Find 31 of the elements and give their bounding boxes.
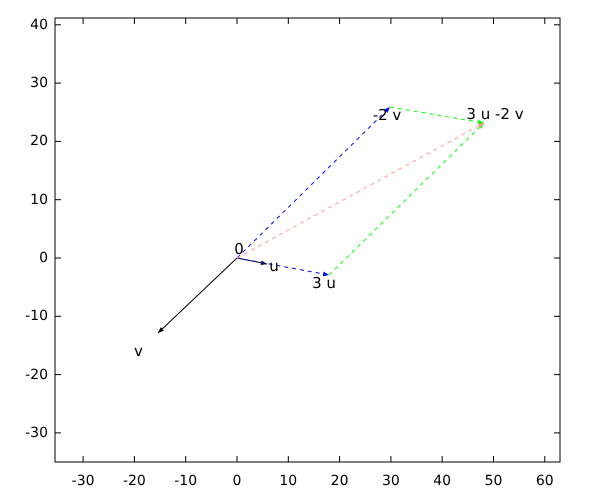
- vector-arrow: [236, 258, 268, 266]
- axis-tick-label: -20: [122, 473, 146, 489]
- axis-tick-label: -30: [72, 473, 95, 489]
- point-label: 0: [231, 241, 247, 258]
- axis-tick-label: 60: [536, 473, 554, 489]
- axis-tick-label: -10: [25, 308, 48, 324]
- vector-arrow: [328, 122, 484, 276]
- vector-arrow: [158, 258, 238, 334]
- axis-tick-label: 0: [232, 473, 242, 489]
- vector-arrow: [236, 106, 390, 258]
- axis-tick-label: 20: [330, 473, 348, 489]
- axis-tick-label: -10: [174, 473, 198, 489]
- axis-tick-label: 10: [279, 473, 298, 489]
- axis-tick-label: -20: [25, 366, 48, 383]
- axis-tick-label: -30: [25, 424, 48, 441]
- axis-tick-label: 30: [382, 473, 400, 489]
- axis-tick-label: 40: [30, 16, 48, 33]
- axis-tick-label: 20: [30, 133, 48, 150]
- point-label: -2 v: [369, 107, 405, 124]
- point-label: u: [267, 258, 281, 275]
- vector-arrow: [390, 106, 484, 124]
- axis-tick-label: 10: [30, 192, 48, 208]
- axis-tick-label: 40: [433, 473, 452, 489]
- axis-tick-label: 30: [30, 75, 48, 92]
- point-label: v: [134, 333, 158, 360]
- axis-tick-label: 50: [484, 473, 502, 489]
- axis-tick-label: 0: [39, 250, 48, 266]
- point-label: 3 u: [308, 275, 340, 292]
- vector-arrow: [236, 122, 484, 258]
- vector-arrow: [236, 258, 330, 276]
- point-label: 3 u -2 v: [461, 106, 529, 123]
